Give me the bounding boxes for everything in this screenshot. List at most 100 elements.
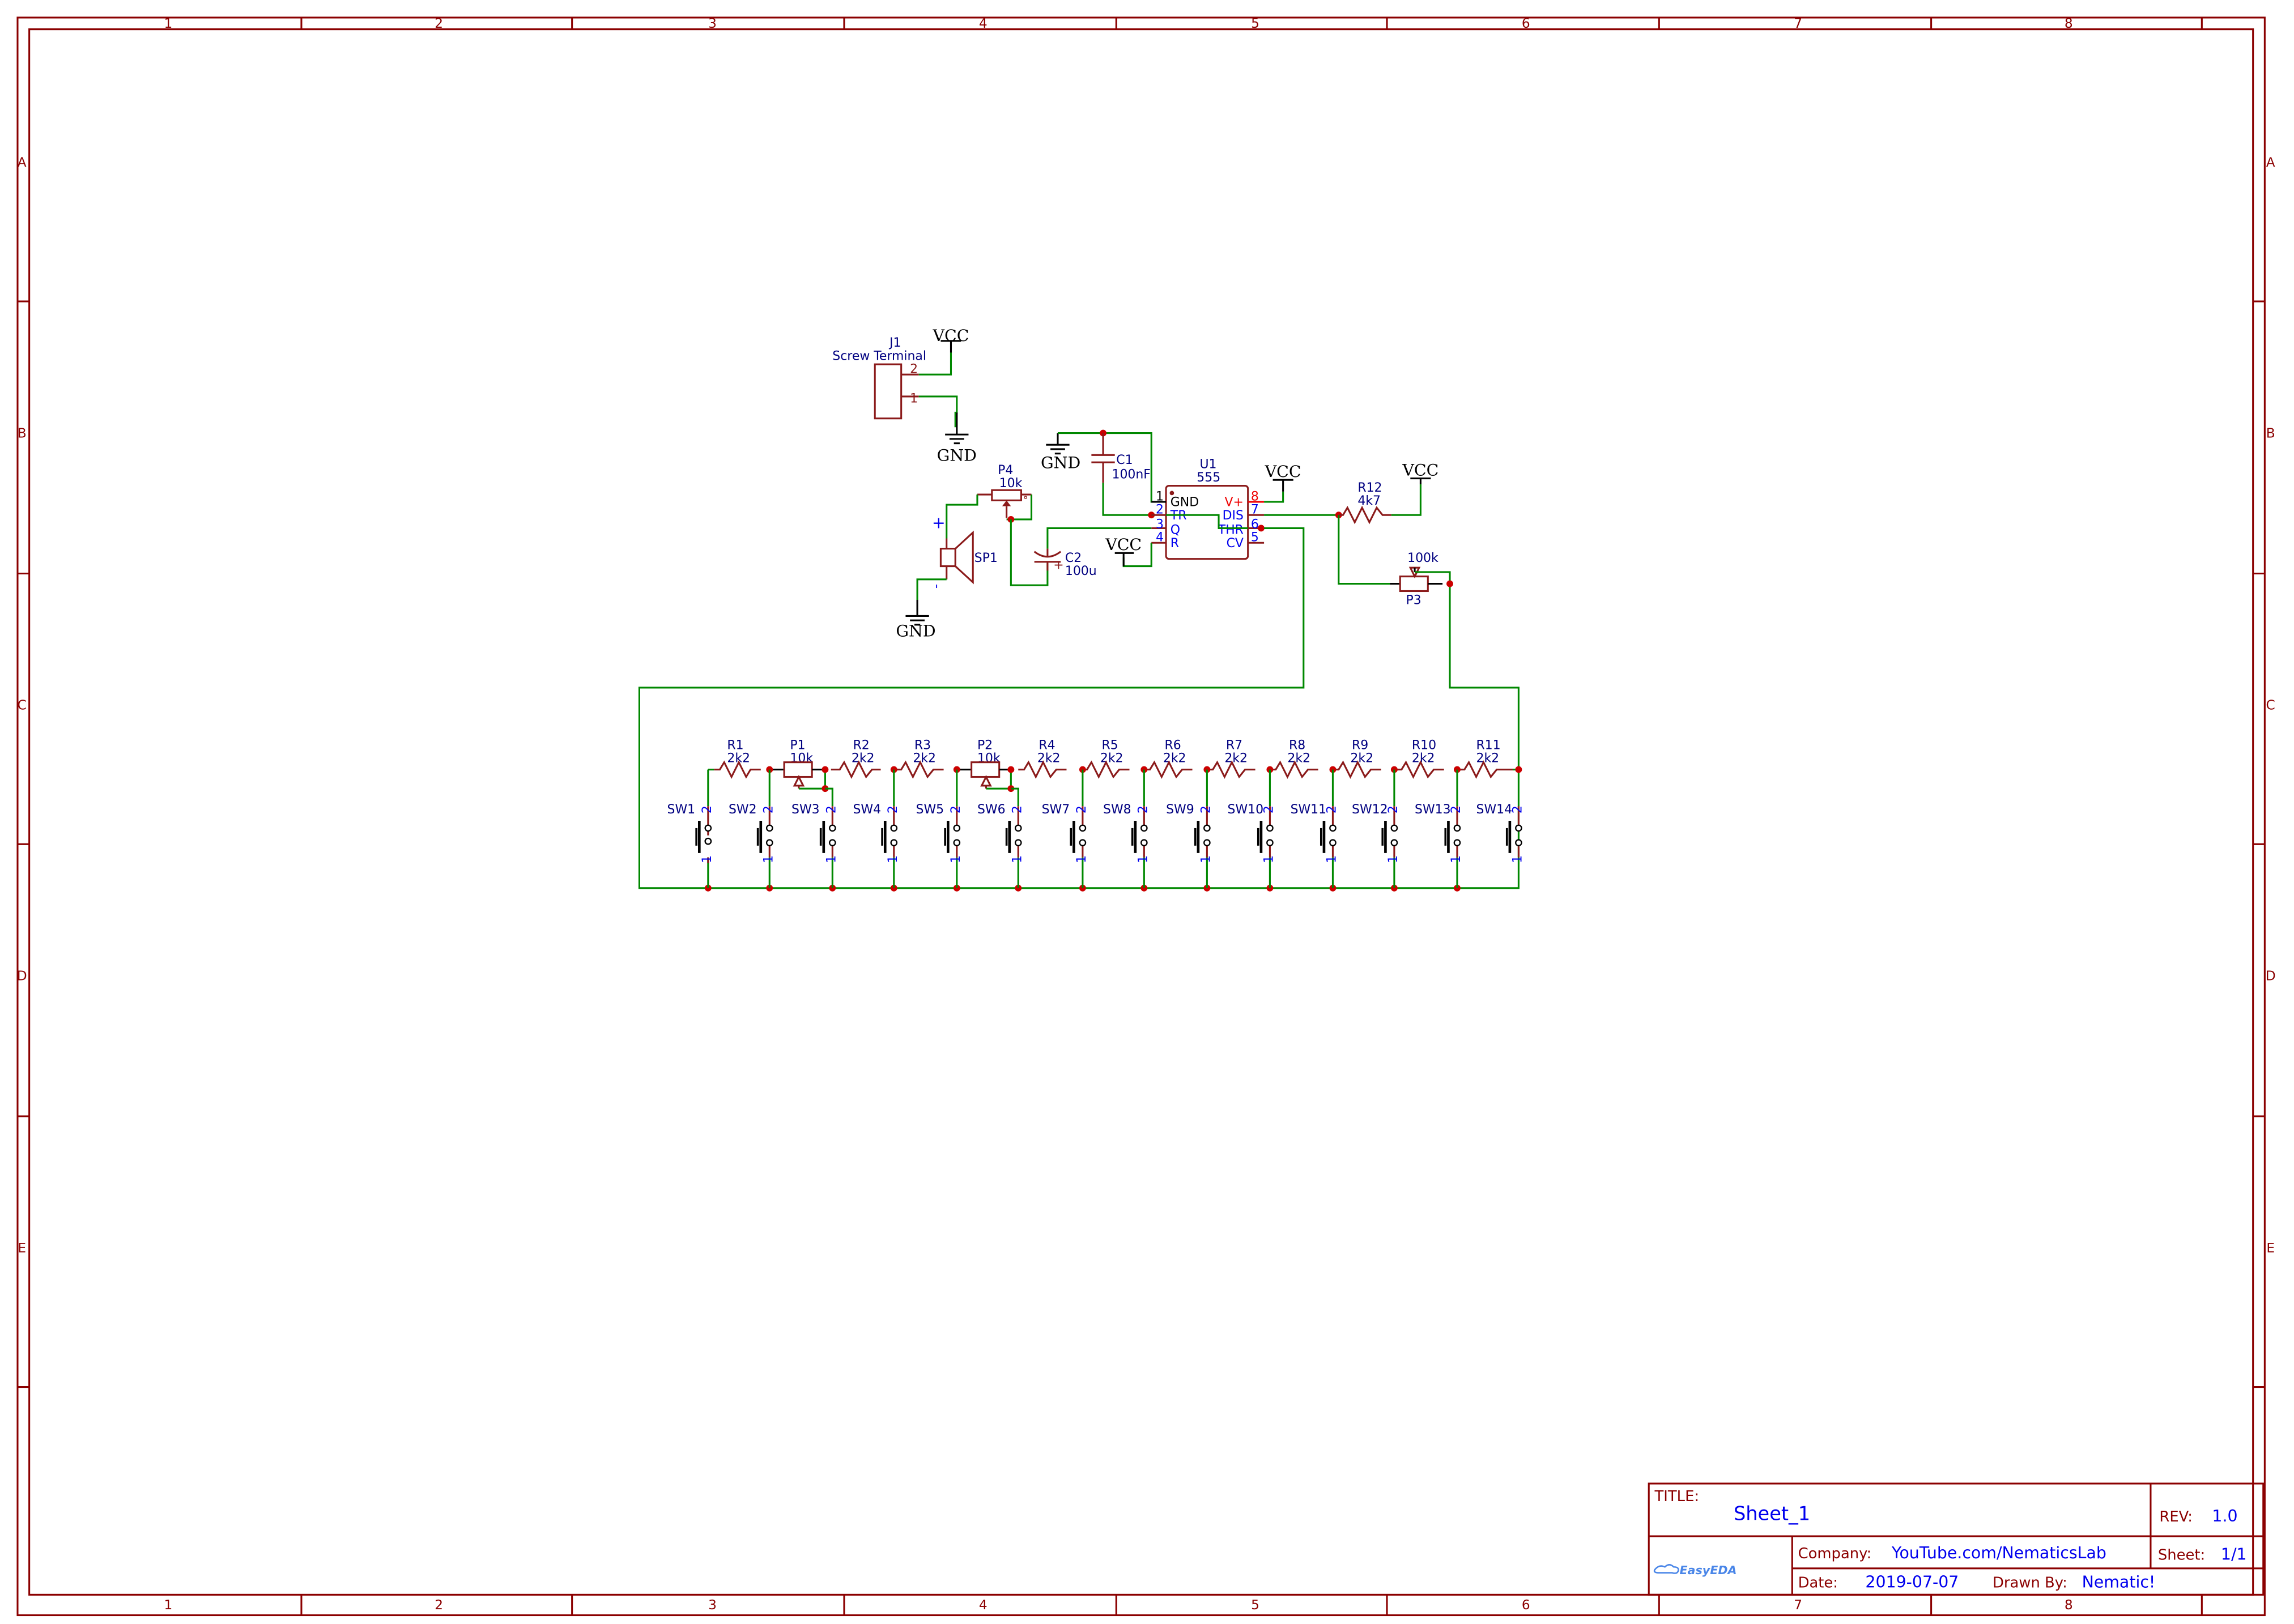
ladder-r5[interactable]: R5 2k2: [1082, 738, 1130, 779]
date-value: 2019-07-07: [1865, 1572, 1959, 1591]
ladder-r1[interactable]: R1 2k2: [714, 738, 761, 779]
switch-sw4[interactable]: SW4 2 1: [853, 803, 900, 863]
switch-sw12[interactable]: SW12 2 1: [1352, 803, 1401, 863]
svg-text:1: 1: [1010, 855, 1024, 863]
svg-text:VCC: VCC: [1265, 462, 1301, 481]
ladder-r9[interactable]: R9 2k2: [1333, 738, 1381, 779]
svg-text:1: 1: [1449, 855, 1463, 863]
component-sp1-speaker[interactable]: + SP1 ': [932, 513, 998, 597]
svg-text:1: 1: [1075, 855, 1089, 863]
u1-pin-num: 3: [1156, 517, 1164, 531]
column-label: 4: [979, 16, 988, 31]
ladder-r2[interactable]: R2 2k2: [831, 738, 881, 779]
u1-pin-num: 4: [1156, 531, 1164, 545]
column-label: 5: [1251, 1597, 1259, 1613]
svg-text:R8: R8: [1289, 738, 1305, 752]
svg-text:2k2: 2k2: [913, 752, 936, 766]
component-p3[interactable]: 100k P3: [1390, 551, 1443, 608]
component-r12[interactable]: R12 4k7: [1338, 481, 1391, 525]
title-block: TITLE: Sheet_1 REV: 1.0 Company: YouTube…: [1648, 1482, 2265, 1596]
component-j1[interactable]: J1 Screw Terminal 2 1: [832, 336, 926, 420]
switch-sw7[interactable]: SW7 2 1: [1042, 803, 1089, 863]
svg-text:1: 1: [824, 855, 839, 863]
vcc-symbol: VCC: [1105, 535, 1142, 566]
component-c1[interactable]: C1 100nF: [1091, 433, 1151, 483]
ladder-r3[interactable]: R3 2k2: [895, 738, 944, 779]
sheet-label: Sheet:: [2158, 1546, 2205, 1563]
svg-text:2: 2: [700, 805, 714, 813]
column-label: 6: [1522, 1597, 1530, 1613]
svg-text:2k2: 2k2: [1476, 752, 1500, 766]
title-label: TITLE:: [1654, 1488, 1700, 1505]
svg-text:2: 2: [1386, 805, 1401, 813]
u1-pin-name: V+: [1225, 496, 1244, 510]
ladder-r11[interactable]: R11 2k2: [1458, 738, 1513, 779]
svg-text:2k2: 2k2: [1412, 752, 1435, 766]
column-ticks-bottom: [300, 1595, 2203, 1616]
company-label: Company:: [1798, 1545, 1872, 1562]
svg-text:R4: R4: [1039, 738, 1055, 752]
component-u1-555[interactable]: U1 555 1 2 3 4 GND TR Q R 8 7 6 5 V+ DIS…: [1151, 458, 1265, 560]
svg-text:SW10: SW10: [1228, 803, 1264, 817]
switch-sw8[interactable]: SW8 2 1: [1103, 803, 1150, 863]
svg-text:2: 2: [1199, 805, 1214, 813]
switch-sw9[interactable]: SW9 2 1: [1166, 803, 1213, 863]
gnd-symbol: GND: [1041, 433, 1080, 472]
j1-pin-1: 1: [910, 391, 918, 406]
svg-text:R5: R5: [1101, 738, 1118, 752]
svg-text:R2: R2: [853, 738, 869, 752]
component-p4[interactable]: P4 10k: [977, 463, 1032, 518]
r12-ref: R12: [1357, 481, 1382, 495]
column-label: 5: [1251, 16, 1259, 31]
switch-sw1[interactable]: SW1 2 1: [667, 803, 714, 863]
u1-pin-name: CV: [1227, 536, 1244, 551]
u1-ref: U1: [1199, 458, 1216, 472]
svg-text:2k2: 2k2: [1287, 752, 1310, 766]
svg-text:1: 1: [1325, 855, 1339, 863]
svg-text:10k: 10k: [790, 752, 813, 766]
resistor-ladder: R1 2k2 P1 10k R2 2k2 R3 2k2: [704, 738, 1522, 892]
svg-text:P2: P2: [977, 738, 993, 752]
switch-sw13[interactable]: SW13 2 1: [1415, 803, 1463, 863]
svg-text:2k2: 2k2: [1350, 752, 1373, 766]
svg-text:GND: GND: [896, 622, 935, 641]
switch-sw10[interactable]: SW10 2 1: [1228, 803, 1276, 863]
row-label: A: [2266, 155, 2275, 170]
ladder-p2[interactable]: P2 10k: [956, 738, 1011, 789]
row-label: D: [17, 969, 27, 984]
ladder-r6[interactable]: R6 2k2: [1144, 738, 1193, 779]
switch-sw2[interactable]: SW2 2 1: [729, 803, 776, 863]
vcc-symbol: VCC: [1265, 462, 1301, 492]
switch-sw5[interactable]: SW5 2 1: [916, 803, 963, 863]
svg-text:SW9: SW9: [1166, 803, 1194, 817]
column-label: 7: [1794, 16, 1802, 31]
switch-sw3[interactable]: SW3 2 1: [791, 803, 839, 863]
svg-text:2: 2: [1325, 805, 1339, 813]
ladder-r7[interactable]: R7 2k2: [1207, 738, 1255, 779]
p4-ref: P4: [998, 463, 1013, 478]
column-ticks-top: [300, 17, 2203, 29]
ladder-p1[interactable]: P1 10k: [769, 738, 825, 789]
ladder-r8[interactable]: R8 2k2: [1270, 738, 1318, 779]
svg-text:GND: GND: [1041, 454, 1080, 472]
ladder-r10[interactable]: R10 2k2: [1395, 738, 1444, 779]
row-label: E: [2266, 1241, 2275, 1256]
svg-text:SW1: SW1: [667, 803, 696, 817]
svg-text:1: 1: [1386, 855, 1401, 863]
svg-text:SW11: SW11: [1291, 803, 1327, 817]
switch-sw6[interactable]: SW6 2 1: [977, 803, 1024, 863]
u1-pin-name: THR: [1218, 523, 1244, 538]
easyeda-logo: EasyEDA: [1653, 1563, 1737, 1577]
svg-text:2: 2: [1010, 805, 1024, 813]
sp1-ref: SP1: [974, 551, 998, 565]
ladder-r4[interactable]: R4 2k2: [1018, 738, 1067, 779]
column-label: 8: [2065, 1597, 2073, 1613]
switch-sw11[interactable]: SW11 2 1: [1291, 803, 1339, 863]
svg-text:R7: R7: [1226, 738, 1242, 752]
component-c2[interactable]: + C2 100u: [1033, 548, 1097, 578]
switch-sw14[interactable]: SW14 2 1: [1476, 803, 1525, 863]
svg-text:SW13: SW13: [1415, 803, 1451, 817]
drawn-by-value: Nematic!: [2082, 1572, 2156, 1591]
u1-pin-num: 7: [1251, 503, 1259, 517]
svg-text:2: 2: [1137, 805, 1151, 813]
